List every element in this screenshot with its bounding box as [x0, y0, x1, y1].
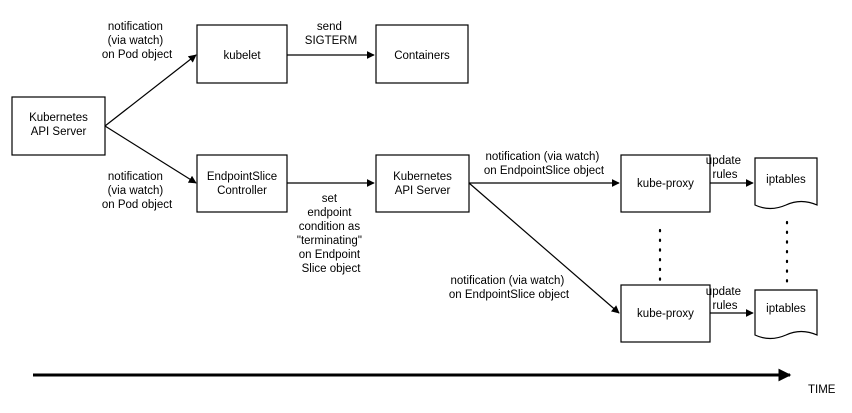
edge-label-send-sigterm: send SIGTERM: [305, 21, 357, 47]
node-label: kubelet: [223, 50, 261, 62]
edge-label-update-rules-top: update rules: [706, 155, 744, 181]
edge-api-to-controller: [104, 125, 197, 184]
edge-label-to-proxy-bottom: notification (via watch) on EndpointSlic…: [449, 275, 570, 301]
node-kube-proxy-top: kube-proxy: [620, 154, 711, 213]
node-label: EndpointSlice: [207, 171, 277, 183]
node-label: API Server: [395, 185, 451, 197]
svg-text:iptables: iptables: [766, 303, 806, 315]
edge-label-set-condition: set endpoint condition as "terminating" …: [297, 193, 365, 275]
edges: [104, 51, 754, 317]
node-kubelet: kubelet: [196, 24, 288, 84]
node-label: kube-proxy: [637, 178, 694, 190]
edge-label-to-controller: notification (via watch) on Pod object: [102, 171, 173, 211]
node-iptables-bottom: iptables: [754, 289, 818, 340]
node-label: kube-proxy: [637, 308, 694, 320]
node-label: iptables: [766, 174, 806, 186]
svg-text:kube-proxy: kube-proxy: [637, 178, 694, 190]
node-label: Kubernetes: [29, 112, 88, 124]
edge-label-to-kubelet: notification (via watch) on Pod object: [102, 21, 173, 61]
edge-api-to-kubelet: [104, 54, 197, 127]
edge-label-to-proxy-top: notification (via watch) on EndpointSlic…: [484, 151, 605, 177]
svg-text:iptables: iptables: [766, 174, 806, 186]
node-iptables-top: iptables: [754, 157, 818, 210]
edge-label-update-rules-bottom: update rules: [706, 286, 744, 312]
node-containers: Containers: [375, 24, 469, 84]
node-label: Containers: [394, 50, 450, 62]
node-label: API Server: [31, 126, 87, 138]
node-kube-proxy-bottom: kube-proxy: [620, 284, 711, 343]
svg-text:Containers: Containers: [394, 50, 450, 62]
time-label: TIME: [808, 384, 836, 396]
node-label: iptables: [766, 303, 806, 315]
edge-api-to-proxy-bottom: [468, 182, 620, 314]
node-label: Controller: [217, 185, 267, 197]
node-label: Kubernetes: [393, 171, 452, 183]
svg-text:kubelet: kubelet: [223, 50, 261, 62]
svg-text:kube-proxy: kube-proxy: [637, 308, 694, 320]
